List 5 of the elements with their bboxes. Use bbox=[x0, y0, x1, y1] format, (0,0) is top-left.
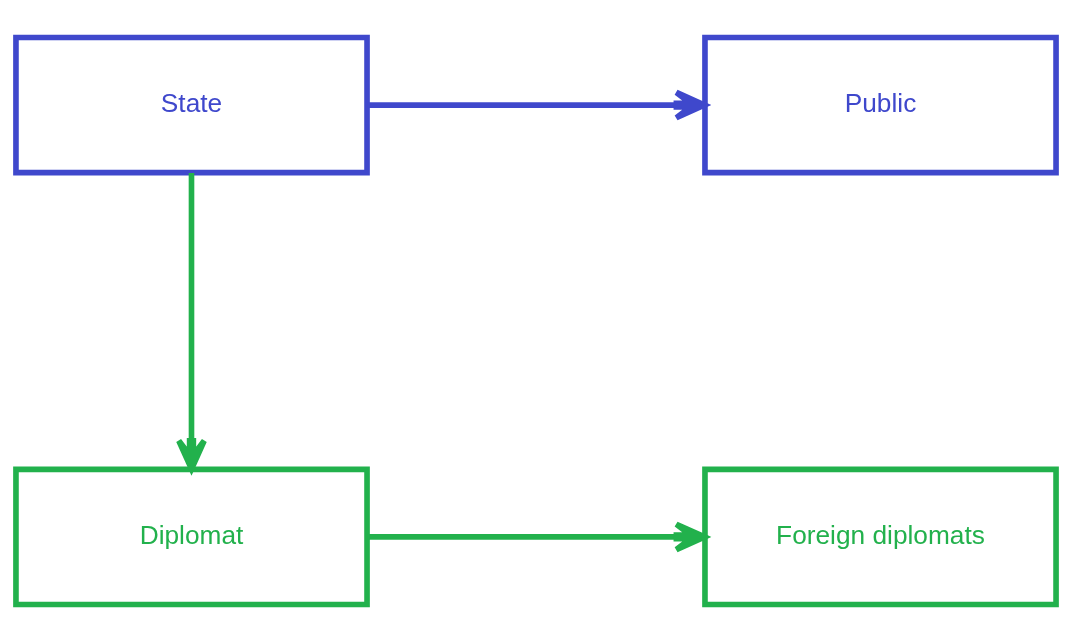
node-box: Diplomat bbox=[13, 466, 370, 607]
node-box: State bbox=[13, 34, 370, 175]
node-box: Public bbox=[702, 34, 1059, 175]
arrow bbox=[367, 89, 708, 121]
node-box: Foreign diplomats bbox=[702, 466, 1059, 607]
